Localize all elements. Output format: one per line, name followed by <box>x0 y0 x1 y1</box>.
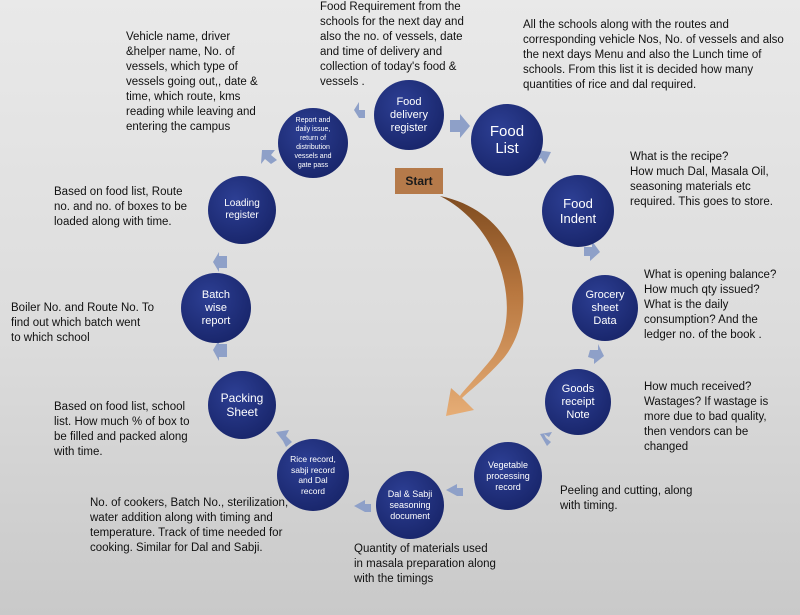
node-label-packing-sheet: Packing Sheet <box>220 391 264 419</box>
note-food-list: All the schools along with the routes an… <box>523 19 784 91</box>
node-label-food-delivery-register: Food delivery register <box>390 95 428 134</box>
note-vehicle: Vehicle name, driver &helper name, No. o… <box>126 31 258 133</box>
node-packing-sheet <box>208 371 276 439</box>
node-loading-register <box>208 176 276 244</box>
node-batch-wise-report <box>181 273 251 343</box>
node-label-loading-register: Loading register <box>224 198 260 221</box>
node-label-food-list: Food List <box>489 123 525 157</box>
curved-arrow <box>440 168 524 416</box>
note-vegetable: Peeling and cutting, along with timing. <box>560 485 693 512</box>
start-box <box>395 168 443 194</box>
node-vegetable-processing-record <box>474 442 542 510</box>
start-label: Start <box>405 174 433 188</box>
node-goods-receipt-note <box>545 369 611 435</box>
connector-arrows <box>213 102 604 512</box>
node-label-rice-record: Rice record, sabji record and Dal record <box>290 454 336 496</box>
connector-arrow <box>354 102 365 118</box>
note-food-indent: What is the recipe? How much Dal, Masala… <box>630 151 773 208</box>
node-food-indent <box>542 175 614 247</box>
node-label-grocery-sheet-data: Grocery sheet Data <box>585 288 625 327</box>
note-food-delivery: Food Requirement from the schools for th… <box>320 1 464 88</box>
node-rice-record <box>277 439 349 511</box>
node-label-dal-sabji-seasoning-document: Dal & Sabji seasoning document <box>387 488 433 521</box>
note-rice-record: No. of cookers, Batch No., sterilization… <box>90 497 289 554</box>
connector-arrow <box>213 252 227 272</box>
note-goods-receipt: How much received? Wastages? If wastage … <box>644 381 769 453</box>
note-packing: Based on food list, school list. How muc… <box>54 401 190 458</box>
note-loading: Based on food list, Route no. and no. of… <box>54 186 187 228</box>
node-food-delivery-register <box>374 80 444 150</box>
connector-arrow <box>540 432 552 446</box>
node-report-daily-issue <box>278 108 348 178</box>
node-dal-sabji-seasoning-document <box>376 471 444 539</box>
connector-arrow <box>588 344 604 364</box>
connector-arrow <box>450 114 470 138</box>
connector-arrow <box>446 484 463 496</box>
node-food-list <box>471 104 543 176</box>
node-label-batch-wise-report: Batch wise report <box>201 288 231 327</box>
connector-arrow <box>276 430 292 447</box>
note-batch: Boiler No. and Route No. To find out whi… <box>11 302 154 344</box>
node-label-report-daily-issue: Report and daily issue, return of distri… <box>294 117 332 169</box>
note-grocery: What is opening balance? How much qty is… <box>644 269 777 341</box>
connector-arrow <box>261 150 277 164</box>
connector-arrow <box>354 500 371 512</box>
node-label-goods-receipt-note: Goods receipt Note <box>561 382 595 421</box>
node-grocery-sheet-data <box>572 275 638 341</box>
node-label-vegetable-processing-record: Vegetable processing record <box>486 459 530 492</box>
node-label-food-indent: Food Indent <box>559 196 597 226</box>
connector-arrow <box>584 241 600 261</box>
note-seasoning: Quantity of materials used in masala pre… <box>354 543 496 585</box>
connector-arrow <box>213 340 227 361</box>
connector-arrow <box>532 150 551 164</box>
